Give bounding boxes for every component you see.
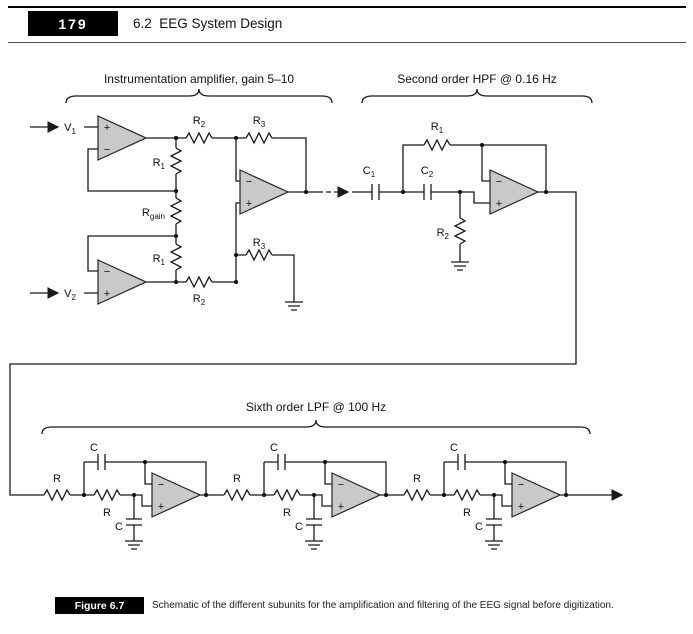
label-r1: R1 bbox=[431, 121, 444, 135]
lpf-title: Sixth order LPF @ 100 Hz bbox=[246, 400, 386, 414]
resistor-r3-bottom bbox=[245, 249, 273, 261]
capacitor-c2 bbox=[423, 183, 432, 201]
figure-caption: Schematic of the different subunits for … bbox=[152, 600, 614, 611]
ground-symbol bbox=[484, 540, 504, 550]
lpf-stage-3: − + R R C C bbox=[403, 442, 567, 550]
label-r: R bbox=[233, 473, 241, 485]
junction-dots bbox=[82, 136, 569, 497]
figure-label: Figure 6.7 bbox=[74, 599, 125, 612]
label-r1-top: R1 bbox=[153, 157, 166, 171]
opamp-minus-sign: − bbox=[496, 176, 502, 188]
opamp-plus-sign: + bbox=[104, 288, 110, 300]
inamp-brace bbox=[65, 88, 333, 104]
label-c: C bbox=[270, 442, 278, 454]
page-number: 179 bbox=[58, 15, 88, 32]
resistor-rgain bbox=[170, 197, 182, 225]
label-r3-top: R3 bbox=[253, 115, 266, 129]
label-r2-top: R2 bbox=[193, 115, 206, 129]
inamp-title: Instrumentation amplifier, gain 5–10 bbox=[104, 72, 294, 86]
opamp-minus-sign: − bbox=[158, 479, 164, 491]
ground-symbol bbox=[124, 540, 144, 550]
resistor-r-input bbox=[43, 489, 71, 501]
label-c2: C2 bbox=[421, 165, 434, 179]
capacitor-ground bbox=[485, 518, 503, 526]
capacitor-ground bbox=[125, 518, 143, 526]
label-r: R bbox=[463, 507, 471, 519]
resistor-r1-feedback bbox=[423, 139, 451, 151]
label-c: C bbox=[295, 521, 303, 533]
capacitor-ground bbox=[305, 518, 323, 526]
resistor-r-input bbox=[403, 489, 431, 501]
inamp-wiring bbox=[84, 126, 318, 302]
lpf-stage-wiring bbox=[70, 461, 224, 541]
label-c: C bbox=[475, 521, 483, 533]
label-r2: R2 bbox=[437, 227, 450, 241]
lpf-stage-wiring bbox=[250, 461, 404, 541]
resistor-r-second bbox=[93, 489, 121, 501]
opamp-minus-sign: − bbox=[104, 144, 110, 156]
opamp-plus-sign: + bbox=[104, 122, 110, 134]
capacitor-feedback bbox=[97, 453, 106, 471]
label-r1-bottom: R1 bbox=[153, 253, 166, 267]
header-rule bbox=[8, 42, 686, 43]
resistor-r2-ground bbox=[454, 217, 466, 245]
hpf-block: Second order HPF @ 0.16 Hz − + C1 C2 R1 … bbox=[352, 72, 593, 271]
label-r: R bbox=[103, 507, 111, 519]
opamp-plus-sign: + bbox=[496, 198, 502, 210]
label-r2-bottom: R2 bbox=[193, 293, 206, 307]
capacitor-feedback bbox=[277, 453, 286, 471]
resistor-r2-top bbox=[185, 132, 213, 144]
label-c: C bbox=[115, 521, 123, 533]
resistor-r1-top bbox=[170, 147, 182, 175]
label-r: R bbox=[53, 473, 61, 485]
label-v1: V1 bbox=[64, 122, 76, 136]
resistor-r2-bottom bbox=[185, 276, 213, 288]
label-c: C bbox=[450, 442, 458, 454]
resistor-r3-top bbox=[245, 132, 273, 144]
label-c1: C1 bbox=[363, 165, 376, 179]
label-r3-bottom: R3 bbox=[253, 237, 266, 251]
label-rgain: Rgain bbox=[142, 207, 165, 221]
inamp-block: Instrumentation amplifier, gain 5–10 + −… bbox=[30, 72, 350, 311]
opamp-minus-sign: − bbox=[104, 266, 110, 278]
opamp-plus-sign: + bbox=[158, 501, 164, 513]
opamp-minus-sign: − bbox=[246, 176, 252, 188]
ground-symbol bbox=[284, 301, 304, 311]
lpf-stage-2: − + R R C C bbox=[223, 442, 404, 550]
lpf-block: Sixth order LPF @ 100 Hz − + R R C C bbox=[41, 400, 624, 550]
ground-symbol bbox=[450, 261, 470, 271]
resistor-r-second bbox=[453, 489, 481, 501]
opamp-plus-sign: + bbox=[518, 501, 524, 513]
label-v2: V2 bbox=[64, 288, 76, 302]
opamp-minus-sign: − bbox=[518, 479, 524, 491]
hpf-brace bbox=[361, 88, 593, 104]
resistor-r1-bottom bbox=[170, 243, 182, 271]
top-rule bbox=[8, 6, 686, 8]
label-c: C bbox=[90, 442, 98, 454]
ground-symbol bbox=[304, 540, 324, 550]
section-title: 6.2 EEG System Design bbox=[133, 16, 283, 31]
capacitor-feedback bbox=[457, 453, 466, 471]
resistor-r-input bbox=[223, 489, 251, 501]
label-r: R bbox=[413, 473, 421, 485]
resistor-r-second bbox=[273, 489, 301, 501]
label-r: R bbox=[283, 507, 291, 519]
page-number-badge: 179 bbox=[28, 11, 118, 36]
figure-label-badge: Figure 6.7 bbox=[55, 597, 144, 614]
capacitor-c1 bbox=[371, 183, 380, 201]
hpf-to-lpf-route bbox=[9, 191, 577, 496]
lpf-brace bbox=[41, 419, 591, 435]
hpf-wiring bbox=[352, 144, 547, 262]
opamp-plus-sign: + bbox=[246, 198, 252, 210]
opamp-plus-sign: + bbox=[338, 501, 344, 513]
opamp-minus-sign: − bbox=[338, 479, 344, 491]
hpf-title: Second order HPF @ 0.16 Hz bbox=[397, 72, 557, 86]
